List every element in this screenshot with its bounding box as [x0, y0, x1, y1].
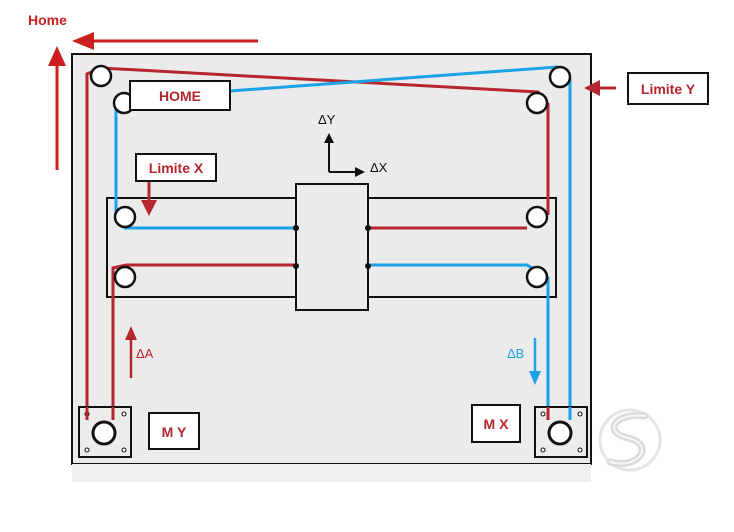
pulley-top-left: [89, 64, 113, 88]
delta-a-arrow-icon: [125, 326, 137, 378]
motor-y-label: M Y: [162, 424, 187, 440]
watermark-logo-icon: [598, 408, 662, 472]
plate-shadow: [72, 464, 591, 482]
pulley-top-right: [548, 65, 572, 89]
axes-icon: [324, 133, 365, 177]
pulley-rail-right-top: [525, 205, 549, 229]
pulley-rail-right-bottom: [525, 265, 549, 289]
motor-x: [534, 406, 588, 458]
delta-x-label: ΔX: [370, 160, 388, 175]
delta-a-label: ΔA: [136, 346, 154, 361]
home-arrow-icon: [48, 32, 258, 170]
delta-b-label: ΔB: [507, 346, 524, 361]
delta-b-arrow-icon: [529, 338, 541, 385]
pulley-rail-left-top: [113, 205, 137, 229]
limite-x-box: [135, 153, 217, 182]
limite-x-arrow-icon: [141, 182, 157, 216]
delta-y-label: ΔY: [318, 112, 336, 127]
motor-x-box: [471, 404, 521, 443]
red-belt: [85, 66, 550, 412]
belt-clamps: [293, 225, 371, 269]
limite-x-label: Limite X: [149, 160, 204, 176]
limite-y-box: [627, 72, 709, 105]
pulley-rail-left-bottom: [113, 265, 137, 289]
home-box-label: HOME: [159, 88, 201, 104]
home-box: [129, 80, 231, 111]
pulleys: [89, 64, 572, 289]
home-arrow-label: Home: [28, 12, 67, 28]
pulley-top-right-inner: [525, 91, 549, 115]
limite-y-label: Limite Y: [641, 81, 696, 97]
carriage: [295, 183, 369, 311]
limite-y-arrow-icon: [584, 80, 616, 96]
motor-y-box: [148, 412, 200, 450]
motor-y: [78, 406, 132, 458]
motor-x-label: M X: [484, 416, 510, 432]
